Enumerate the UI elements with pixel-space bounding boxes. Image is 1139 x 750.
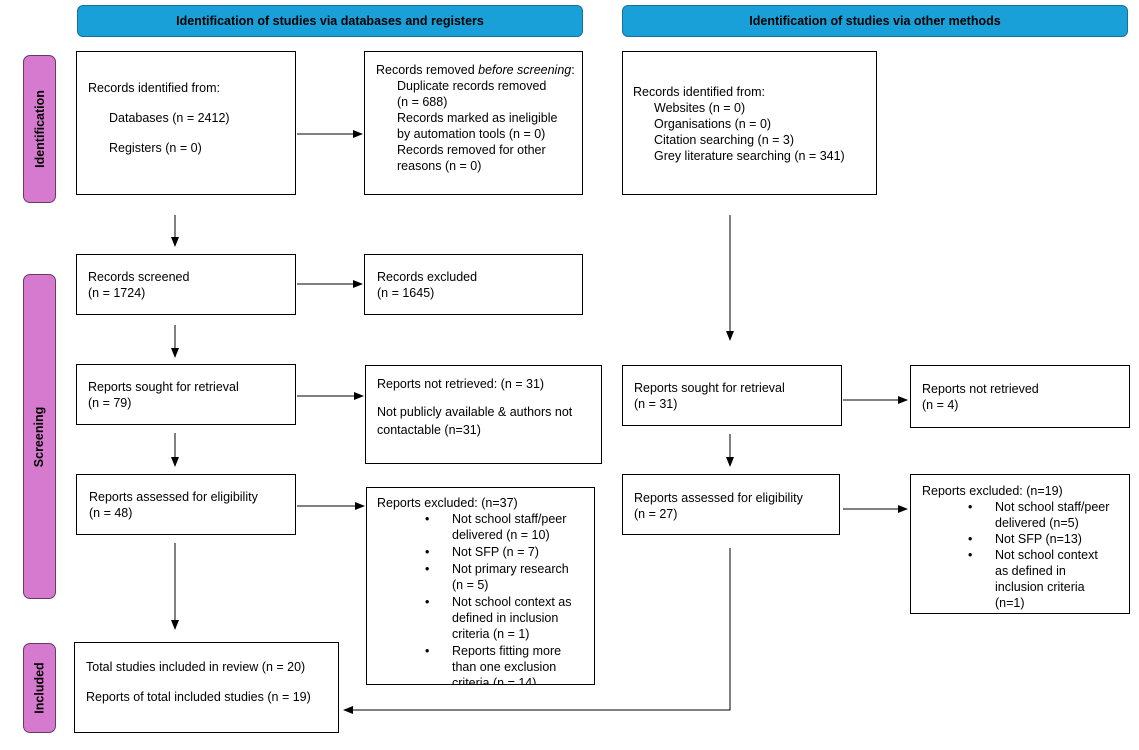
box-db-records-identified: Records identified from: Databases (n = … [76, 51, 296, 195]
db-assessed-label: Reports assessed for eligibility [89, 490, 258, 504]
exclusion-line: Not school context [995, 548, 1098, 562]
exclusion-line: Not school staff/peer [995, 500, 1110, 514]
db-removed-line: Duplicate records removed [397, 79, 547, 93]
other-exclusion-list: Not school staff/peer delivered (n=5) No… [922, 499, 1129, 611]
box-other-reports-not-retrieved: Reports not retrieved (n = 4) [910, 365, 1130, 428]
exclusion-line: criteria (n = 14) [452, 676, 537, 685]
box-db-reports-assessed: Reports assessed for eligibility (n = 48… [76, 474, 296, 535]
db-identified-databases: Databases (n = 2412) [109, 111, 230, 125]
exclusion-item: Not school context as defined in inclusi… [425, 594, 594, 642]
box-db-records-excluded: Records excluded (n = 1645) [364, 254, 583, 315]
db-removed-line: reasons (n = 0) [397, 159, 482, 173]
exclusion-line: criteria (n = 1) [452, 627, 530, 641]
exclusion-line: Reports fitting more [452, 644, 562, 658]
db-removed-line: Records removed for other [397, 143, 546, 157]
box-included: Total studies included in review (n = 20… [74, 642, 339, 733]
db-removed-title-start: Records removed [376, 63, 479, 77]
other-identified-item: Websites (n = 0) [654, 101, 746, 115]
other-sought-count: (n = 31) [634, 397, 678, 411]
db-removed-title-end: : [571, 63, 575, 77]
other-assessed-label: Reports assessed for eligibility [634, 491, 803, 505]
exclusion-line: delivered (n=5) [995, 516, 1079, 530]
db-reports-excluded-title: Reports excluded: (n=37) [377, 496, 518, 510]
included-total: Total studies included in review (n = 20… [86, 660, 306, 674]
db-identified-title: Records identified from: [88, 81, 221, 95]
exclusion-line: Not SFP (n = 7) [452, 545, 539, 559]
db-not-retrieved-label: Reports not retrieved: (n = 31) [377, 377, 545, 391]
db-sought-label: Reports sought for retrieval [88, 380, 239, 394]
db-excluded-count: (n = 1645) [377, 286, 435, 300]
db-not-retrieved-line: contactable (n=31) [377, 423, 481, 437]
other-identified-title: Records identified from: [633, 85, 766, 99]
exclusion-line: than one exclusion [452, 660, 557, 674]
exclusion-line: as defined in [995, 564, 1066, 578]
exclusion-line: Not school staff/peer [452, 512, 567, 526]
header-other-label: Identification of studies via other meth… [749, 14, 1001, 28]
exclusion-line: (n = 5) [452, 578, 489, 592]
db-removed-line: (n = 688) [397, 95, 448, 109]
exclusion-item: Not school context as defined in inclusi… [968, 547, 1129, 611]
exclusion-item: Not SFP (n=13) [968, 531, 1129, 547]
phase-screening-label: Screening [32, 406, 47, 467]
db-screened-label: Records screened [88, 270, 190, 284]
phase-identification: Identification [23, 55, 56, 203]
box-db-records-screened: Records screened (n = 1724) [76, 254, 296, 315]
exclusion-line: Not primary research [452, 562, 569, 576]
db-removed-line: Records marked as ineligible [397, 111, 558, 125]
header-databases: Identification of studies via databases … [77, 5, 583, 37]
db-exclusion-list: Not school staff/peer delivered (n = 10)… [377, 511, 594, 685]
exclusion-line: Not SFP (n=13) [995, 532, 1082, 546]
box-db-reports-not-retrieved: Reports not retrieved: (n = 31) Not publ… [365, 365, 602, 464]
phase-identification-label: Identification [32, 90, 47, 168]
other-identified-item: Organisations (n = 0) [654, 117, 772, 131]
db-sought-count: (n = 79) [88, 396, 132, 410]
other-sought-label: Reports sought for retrieval [634, 381, 785, 395]
exclusion-item: Reports fitting more than one exclusion … [425, 643, 594, 685]
exclusion-item: Not SFP (n = 7) [425, 544, 594, 560]
other-assessed-count: (n = 27) [634, 507, 678, 521]
db-assessed-count: (n = 48) [89, 506, 133, 520]
db-removed-line: by automation tools (n = 0) [397, 127, 546, 141]
included-reports: Reports of total included studies (n = 1… [86, 690, 311, 704]
phase-included-label: Included [32, 662, 47, 714]
other-not-retrieved-count: (n = 4) [922, 398, 959, 412]
other-identified-item: Citation searching (n = 3) [654, 133, 795, 147]
other-reports-excluded-title: Reports excluded: (n=19) [922, 484, 1063, 498]
box-db-reports-sought: Reports sought for retrieval (n = 79) [76, 364, 296, 425]
exclusion-line: defined in inclusion [452, 611, 559, 625]
box-db-records-removed: Records removed before screening: Duplic… [364, 51, 583, 195]
exclusion-item: Not school staff/peer delivered (n=5) [968, 499, 1129, 531]
exclusion-line: Not school context as [452, 595, 572, 609]
db-removed-title: Records removed before screening: [376, 62, 582, 78]
db-identified-registers: Registers (n = 0) [109, 141, 202, 155]
db-removed-title-italic: before screening [478, 63, 572, 77]
box-other-reports-sought: Reports sought for retrieval (n = 31) [622, 365, 842, 426]
box-other-reports-excluded: Reports excluded: (n=19) Not school staf… [910, 474, 1130, 614]
box-other-reports-assessed: Reports assessed for eligibility (n = 27… [622, 474, 840, 535]
db-not-retrieved-line: Not publicly available & authors not [377, 405, 573, 419]
phase-screening: Screening [23, 274, 56, 599]
exclusion-line: (n=1) [995, 596, 1025, 610]
box-db-reports-excluded: Reports excluded: (n=37) Not school staf… [366, 487, 595, 685]
exclusion-item: Not school staff/peer delivered (n = 10) [425, 511, 594, 543]
db-excluded-label: Records excluded [377, 270, 478, 284]
box-other-records-identified: Records identified from: Websites (n = 0… [622, 51, 877, 195]
header-other-methods: Identification of studies via other meth… [622, 5, 1128, 37]
exclusion-item: Not primary research (n = 5) [425, 561, 594, 593]
other-not-retrieved-label: Reports not retrieved [922, 382, 1039, 396]
db-screened-count: (n = 1724) [88, 286, 146, 300]
other-identified-item: Grey literature searching (n = 341) [654, 149, 845, 163]
phase-included: Included [23, 643, 56, 733]
exclusion-line: inclusion criteria [995, 580, 1085, 594]
header-databases-label: Identification of studies via databases … [176, 14, 484, 28]
exclusion-line: delivered (n = 10) [452, 528, 550, 542]
